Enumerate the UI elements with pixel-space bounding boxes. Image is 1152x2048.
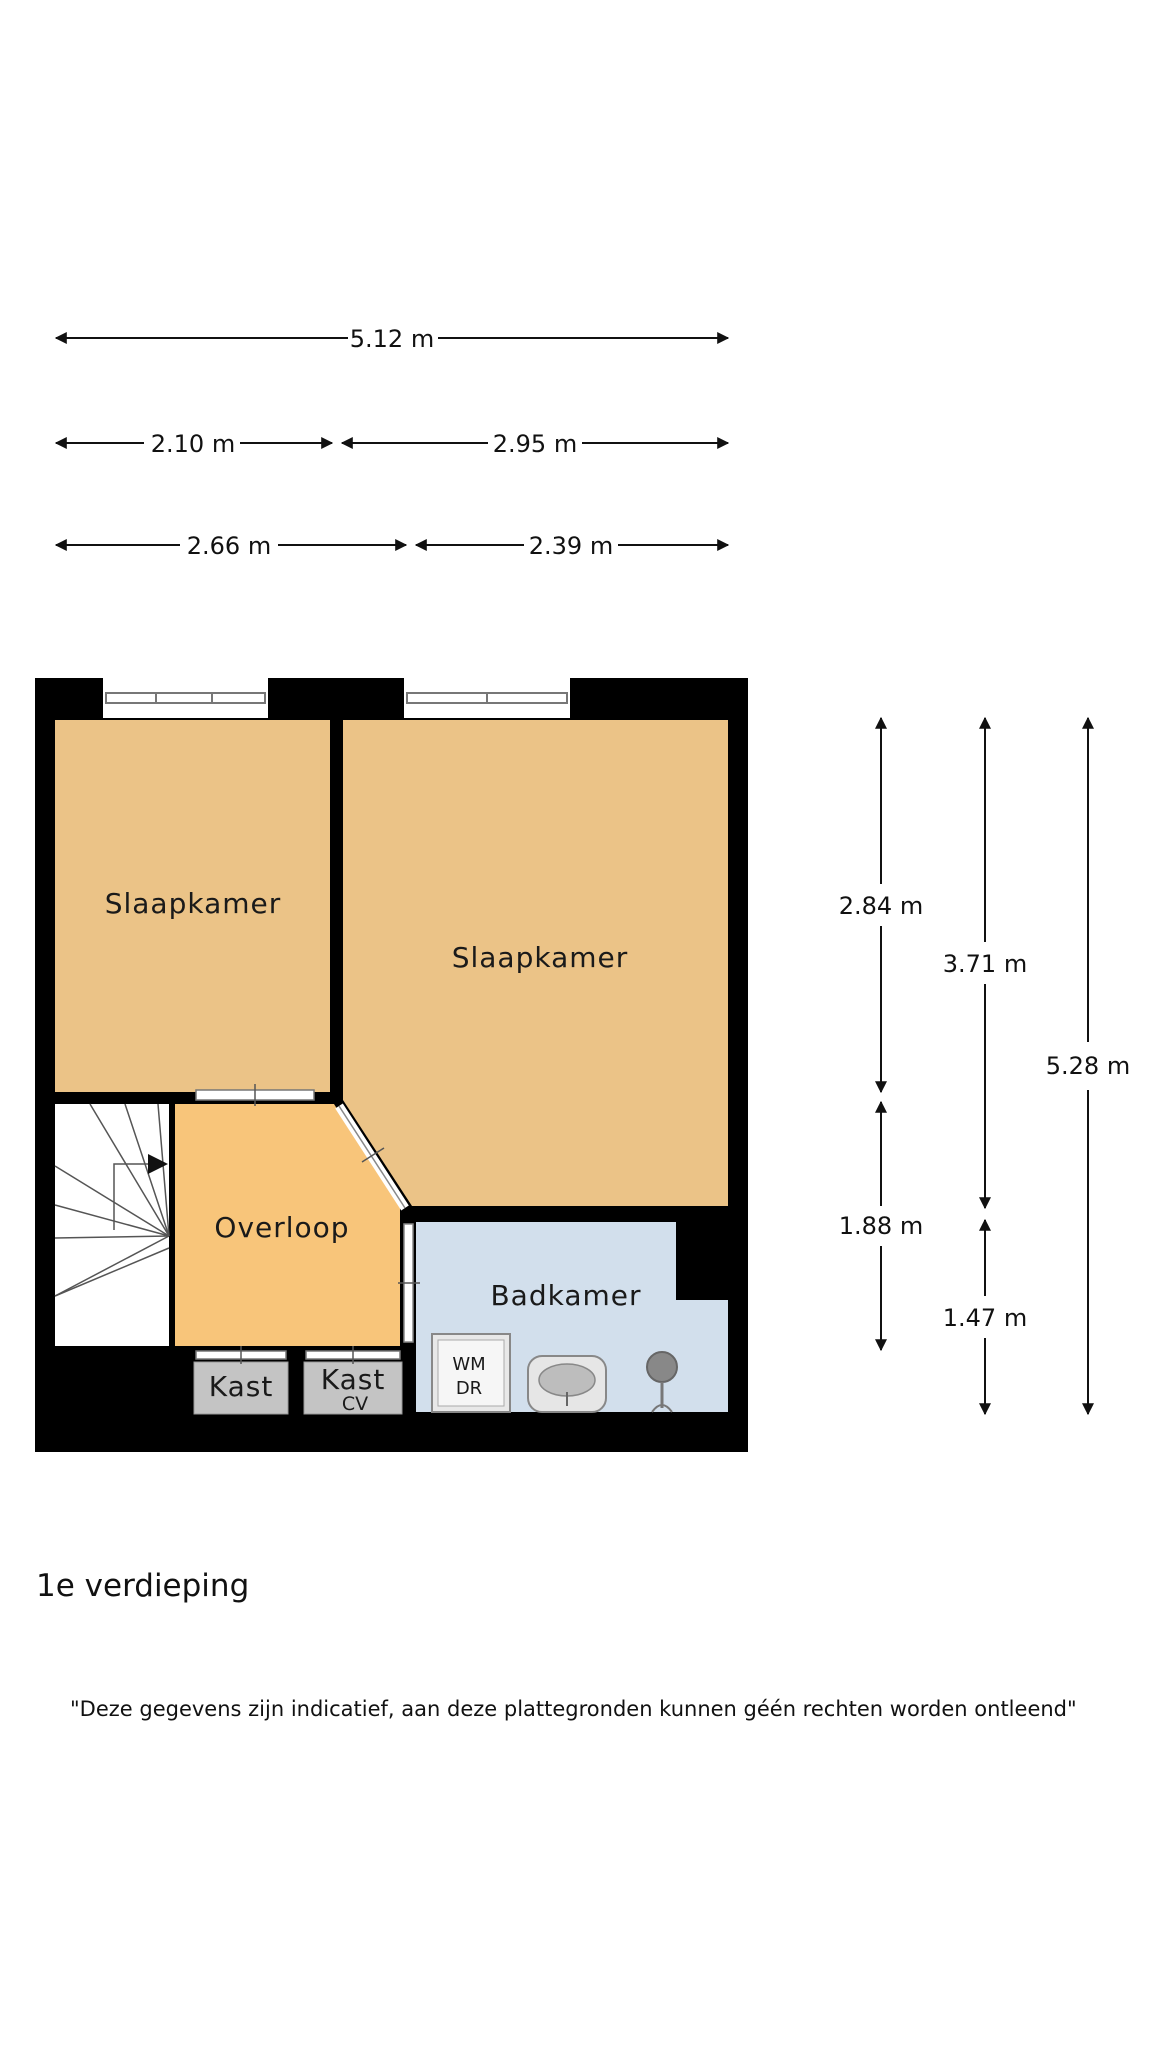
dimension-label: 2.66 m: [187, 532, 271, 560]
dimension-height-1-top: 2.84 m: [839, 716, 923, 1094]
dryer-label: DR: [456, 1378, 482, 1399]
dimension-width-a-right: 2.95 m: [340, 430, 730, 458]
dimension-height-2-top: 3.71 m: [943, 716, 1027, 1210]
door-diagonal: [335, 1103, 409, 1211]
dimension-label: 2.39 m: [529, 532, 613, 560]
room-label-landing: Overloop: [214, 1211, 349, 1244]
dimension-label: 3.71 m: [943, 950, 1027, 978]
dimension-total-width: 5.12 m: [54, 325, 730, 353]
room-label-bedroom-left: Slaapkamer: [105, 887, 282, 920]
dimension-label: 2.95 m: [493, 430, 577, 458]
dimension-height-1-bottom: 1.88 m: [839, 1100, 923, 1352]
room-bedroom-right: [343, 720, 728, 1206]
closet-1-label: Kast: [209, 1370, 274, 1403]
stairs: [54, 1103, 170, 1346]
stairs-direction-icon: [148, 1154, 168, 1174]
dimension-label: 2.84 m: [839, 892, 923, 920]
room-label-bathroom: Badkamer: [490, 1279, 641, 1312]
dimension-width-b-left: 2.66 m: [54, 532, 408, 560]
room-bedroom-left: [55, 720, 330, 1092]
interior-window-top: [195, 1084, 315, 1106]
disclaimer-text: "Deze gegevens zijn indicatief, aan deze…: [70, 1697, 1077, 1721]
closet-2: Kast CV: [303, 1346, 403, 1415]
washer-label: WM: [452, 1354, 485, 1375]
room-label-bedroom-right: Slaapkamer: [452, 941, 629, 974]
window-right-bedroom: [404, 678, 570, 718]
floor-label: 1e verdieping: [36, 1568, 250, 1604]
dimension-label: 5.28 m: [1046, 1052, 1130, 1080]
sink-icon: [527, 1355, 607, 1413]
toilet-icon: [646, 1351, 678, 1413]
closet-2-sub-label: CV: [342, 1393, 368, 1415]
washer-dryer: WM DR: [431, 1333, 511, 1413]
dimension-width-b-right: 2.39 m: [414, 532, 730, 560]
room-landing: [175, 1104, 400, 1346]
closet-1: Kast: [193, 1346, 289, 1415]
dimension-label: 1.47 m: [943, 1304, 1027, 1332]
window-left-bedroom: [103, 678, 268, 718]
dimension-height-2-bottom: 1.47 m: [943, 1218, 1027, 1416]
dimension-total-height: 5.28 m: [1046, 716, 1130, 1416]
dimension-label: 1.88 m: [839, 1212, 923, 1240]
dimension-label: 5.12 m: [350, 325, 434, 353]
dimension-label: 2.10 m: [151, 430, 235, 458]
door-bathroom: [398, 1223, 420, 1343]
closet-2-label: Kast: [321, 1363, 386, 1396]
dimension-width-a-left: 2.10 m: [54, 430, 334, 458]
